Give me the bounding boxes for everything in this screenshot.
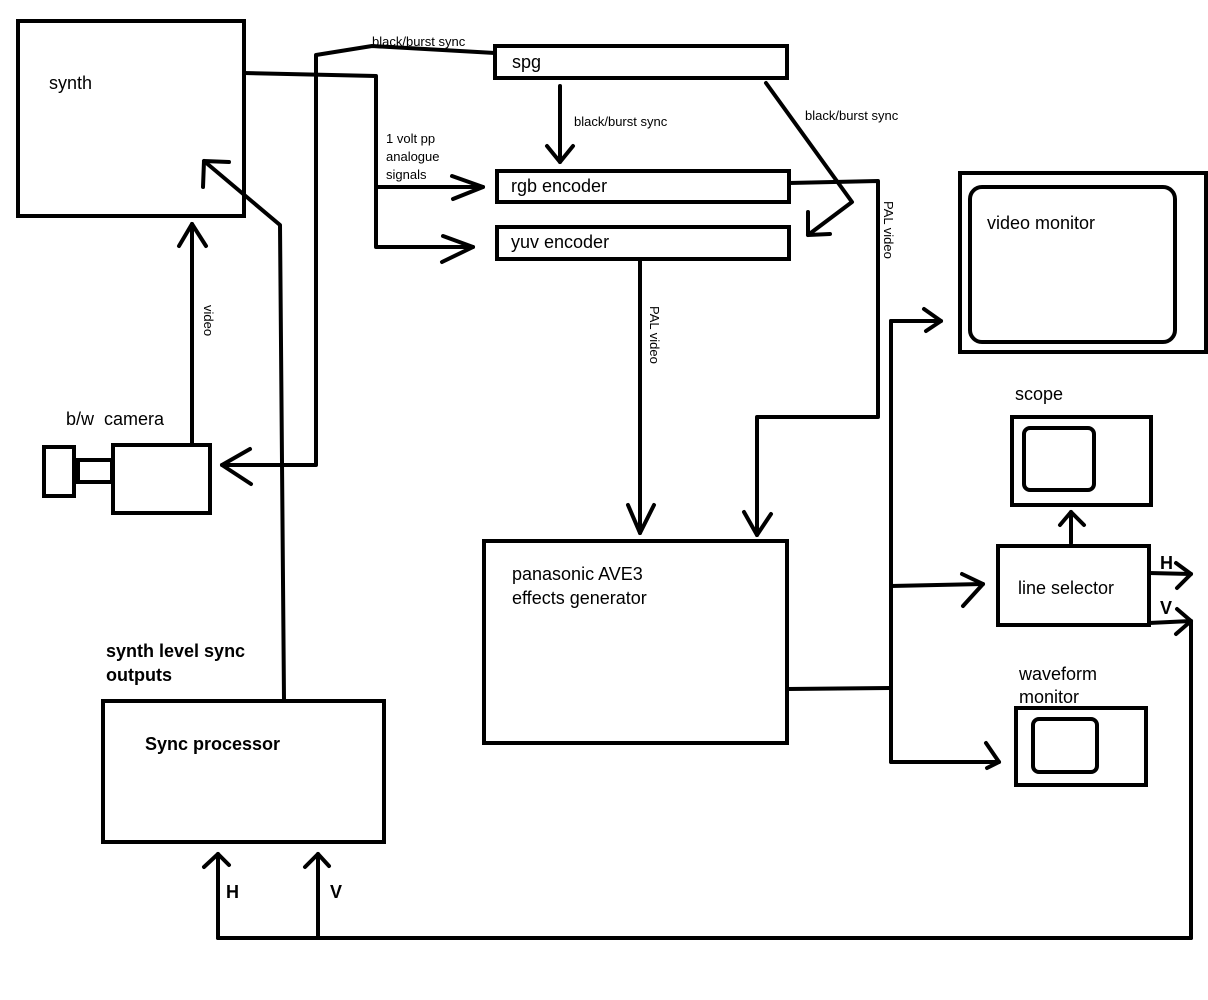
analogue-label-line3: signals (386, 167, 427, 182)
v-label-right: V (1160, 598, 1172, 618)
camera-label: b/w camera (66, 409, 165, 429)
effects-generator-label-line1: panasonic AVE3 (512, 564, 643, 584)
spg-to-rgb-arrow (545, 84, 575, 164)
hv-feedback-bus (202, 852, 1193, 940)
h-label-right: H (1160, 553, 1173, 573)
scope-icon (1010, 415, 1153, 507)
waveform-monitor-icon (1014, 706, 1148, 787)
black-burst-label-mid: black/burst sync (574, 114, 668, 129)
camera-icon (42, 443, 212, 515)
video-monitor-label: video monitor (987, 213, 1095, 233)
video-monitor-icon (958, 171, 1208, 354)
yuv-encoder-label: yuv encoder (511, 232, 609, 252)
rgb-encoder-label: rgb encoder (511, 176, 607, 196)
sync-outputs-label-line1: synth level sync (106, 641, 245, 661)
sync-processor-label: Sync processor (145, 734, 280, 754)
synth-to-encoders-wire (242, 71, 485, 264)
synth-box (16, 19, 246, 218)
camera-video-arrow (177, 222, 208, 447)
v-label-bottom: V (330, 882, 342, 902)
black-burst-label-top: black/burst sync (372, 34, 466, 49)
analogue-label-line2: analogue (386, 149, 440, 164)
effects-generator-label-line2: effects generator (512, 588, 647, 608)
line-selector-hv-outputs (1147, 561, 1193, 940)
h-label-bottom: H (226, 882, 239, 902)
spg-box (493, 44, 789, 80)
spg-to-yuv-arrow (764, 81, 854, 237)
rgb-encoder-box (495, 169, 791, 204)
synth-label: synth (49, 73, 92, 93)
line-selector-box (996, 544, 1151, 627)
yuv-encoder-box (495, 225, 791, 261)
waveform-monitor-label-line2: monitor (1019, 687, 1079, 707)
scope-label: scope (1015, 384, 1063, 404)
yuv-pal-video-arrow (626, 257, 656, 535)
spg-sync-to-camera-wire (220, 44, 497, 486)
rgb-pal-video-wire (742, 179, 880, 537)
spg-label: spg (512, 52, 541, 72)
waveform-monitor-label-line1: waveform (1018, 664, 1097, 684)
pal-video-label-center: PAL video (647, 306, 662, 364)
sync-to-synth-wire (201, 159, 286, 702)
line-selector-label: line selector (1018, 578, 1114, 598)
video-label: video (201, 305, 216, 336)
effects-generator-box (482, 539, 789, 745)
effects-output-wire (785, 307, 1001, 770)
pal-video-label-right: PAL video (881, 201, 896, 259)
sync-processor-box (101, 699, 386, 844)
line-selector-to-scope-arrow (1058, 510, 1086, 545)
sync-outputs-label-line2: outputs (106, 665, 172, 685)
analogue-label-line1: 1 volt pp (386, 131, 435, 146)
black-burst-label-right: black/burst sync (805, 108, 899, 123)
